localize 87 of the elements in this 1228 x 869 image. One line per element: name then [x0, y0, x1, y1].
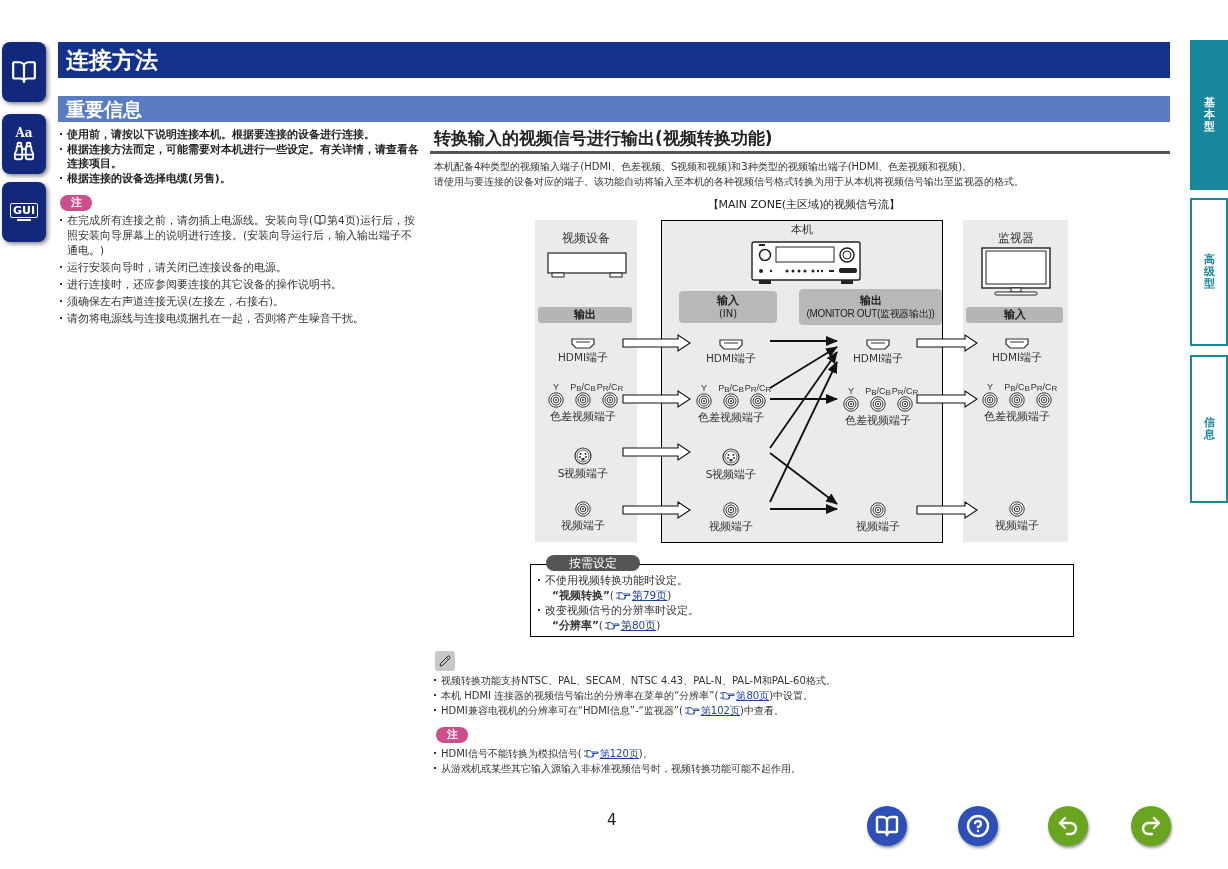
pin-label: P$_{R}$/C$_{R}$: [596, 382, 624, 392]
pin-label: P$_{R}$/C$_{R}$: [744, 383, 772, 393]
pin-label: Y: [553, 382, 559, 392]
arrow: [769, 452, 838, 505]
pin-label: P$_{B}$/C$_{B}$: [570, 382, 596, 392]
bullet-text: HDMI兼容电视机的分辨率可在“HDMI信息”-“监视器”(第102页)中查看。: [441, 704, 784, 718]
chapter-tab: 基本型: [1190, 40, 1228, 190]
description-text: 请使用与要连接的设备对应的端子。该功能自动将输入至本机的各种视频信号格式转换为用于从本机将视频信号输出至监视器的格式。: [434, 175, 1024, 189]
block-arrow: [916, 333, 978, 353]
arrow: [769, 346, 838, 389]
page-link: 第79页: [631, 589, 668, 601]
arrow: [769, 336, 838, 346]
block-arrow: [622, 389, 691, 409]
port-group-header: 输入 (IN): [679, 291, 777, 323]
arrow: [769, 504, 838, 514]
section-bar: 输出: [538, 307, 632, 323]
port-label: HDMI端子: [852, 352, 904, 365]
note-badge: 注: [436, 727, 468, 743]
port-label: 视频端子: [709, 520, 753, 533]
page-link: 第80页: [620, 619, 657, 631]
column-panel: [963, 220, 1068, 542]
pin-label: Y: [848, 386, 854, 396]
port-label: 色差视频端子: [550, 410, 616, 423]
bullet-text: 本机 HDMI 连接器的视频信号输出的分辨率在菜单的“分辨率”(第80页)中设置。: [441, 689, 814, 703]
column-heading: 视频设备: [561, 231, 611, 246]
pin-label: P$_{R}$/C$_{R}$: [1030, 382, 1058, 392]
bullet-text: 使用前，请按以下说明连接本机。根据要连接的设备进行连接。: [67, 127, 375, 141]
port-label: 视频端子: [856, 520, 900, 533]
arrow: [769, 394, 838, 404]
description-text: 本机配备4种类型的视频输入端子(HDMI、色差视频、S视频和视频)和3种类型的视频输出端子(HDMI、色差视频和视频)。: [434, 160, 973, 174]
diagram-title: 【MAIN ZONE(主区域)的视频信号流】: [706, 198, 902, 212]
bullet-text: 从游戏机或某些其它输入源输入非标准视频信号时，视频转换功能可能不起作用。: [441, 762, 801, 776]
bullet-text: 改变视频信号的分辨率时设定。: [545, 603, 699, 618]
column-heading: 监视器: [996, 231, 1035, 246]
icon-caption: Aa: [15, 126, 33, 140]
block-arrow: [916, 389, 978, 409]
port-label: 色差视频端子: [984, 410, 1050, 423]
bullet-text: 须确保左右声道连接无误(左接左，右接右)。: [67, 294, 285, 309]
unit-panel: [661, 220, 943, 543]
pin-label: P$_{B}$/C$_{B}$: [865, 386, 891, 396]
block-arrow: [916, 500, 978, 520]
setting-reference: “视频转换”(第79页): [551, 588, 673, 603]
bullet-text: 根据连接的设备选择电缆(另售)。: [67, 171, 231, 185]
pin-label: Y: [701, 383, 707, 393]
port-label: 视频端子: [561, 519, 605, 532]
settings-tag: 按需设定: [546, 555, 640, 571]
port-label: 色差视频端子: [698, 411, 764, 424]
unit-heading: 本机: [790, 223, 814, 237]
bullet-text: HDMI信号不能转换为模拟信号(第120页)。: [441, 747, 653, 761]
block-arrow: [622, 442, 691, 462]
page-link: 第120页: [599, 748, 639, 759]
port-label: 色差视频端子: [845, 414, 911, 427]
pin-label: P$_{B}$/C$_{B}$: [718, 383, 744, 393]
bullet-text: 运行安装向导时，请关闭已连接设备的电源。: [67, 260, 287, 275]
pin-label: P$_{B}$/C$_{B}$: [1004, 382, 1030, 392]
bullet-text: 根据连接方法而定，可能需要对本机进行一些设定。有关详情，请查看各连接项目。: [67, 142, 420, 170]
port-label: HDMI端子: [557, 351, 609, 364]
setting-reference: “分辨率”(第80页): [551, 618, 662, 633]
bullet-text: 不使用视频转换功能时设定。: [545, 573, 688, 588]
port-label: 视频端子: [995, 519, 1039, 532]
chapter-tab: 高级型: [1190, 198, 1228, 346]
bullet-text: 视频转换功能支持NTSC、PAL、SECAM、NTSC 4.43、PAL-N、PAL-M和PAL-60格式。: [441, 674, 836, 688]
page-number: 4: [607, 811, 617, 829]
bullet-text: 在完成所有连接之前，请勿插上电源线。安装向导(第4页)运行后，按照安装向导屏幕上的说明进行连接。(安装向导运行后，输入输出端子不通电。): [67, 213, 416, 258]
bullet-text: 请勿将电源线与连接电缆捆扎在一起，否则将产生噪音干扰。: [67, 311, 364, 326]
section-bar: 输入: [966, 307, 1063, 323]
port-label: S视频端子: [557, 467, 609, 480]
pin-label: Y: [987, 382, 993, 392]
icon-caption: GUI: [9, 203, 39, 218]
section-banner: 重要信息: [58, 96, 1170, 122]
section-heading: 转换输入的视频信号进行输出(视频转换功能): [434, 127, 773, 149]
page-link: 第102页: [700, 705, 740, 716]
chapter-tab: 信息: [1190, 355, 1228, 503]
block-arrow: [622, 333, 691, 353]
column-panel: [535, 220, 637, 542]
pin-label: P$_{R}$/C$_{R}$: [891, 386, 919, 396]
arrow: [769, 361, 838, 503]
port-label: HDMI端子: [705, 352, 757, 365]
arrow: [769, 351, 838, 449]
port-group-header: 输出 (MONITOR OUT(监视器输出)): [799, 289, 942, 325]
bullet-text: 进行连接时，还应参阅要连接的其它设备的操作说明书。: [67, 277, 342, 292]
port-label: HDMI端子: [991, 351, 1043, 364]
block-arrow: [622, 500, 691, 520]
note-badge: 注: [60, 195, 92, 211]
page-link: 第80页: [736, 690, 770, 701]
port-label: S视频端子: [705, 468, 757, 481]
title-banner: 连接方法: [58, 42, 1170, 78]
